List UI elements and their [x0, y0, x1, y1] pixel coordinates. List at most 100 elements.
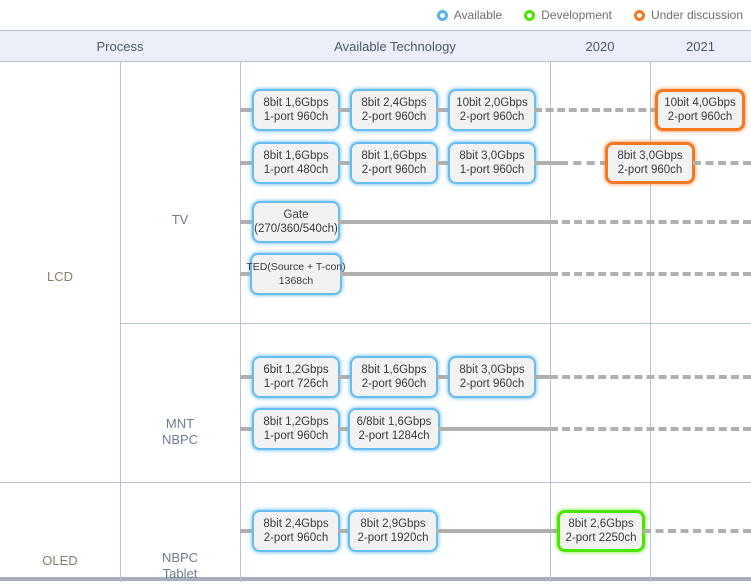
- connector-line: [338, 108, 352, 112]
- legend-label-available: Available: [453, 8, 503, 22]
- connector-line: [436, 161, 450, 165]
- tech-node[interactable]: 8bit 1,6Gbps 2-port 960ch: [350, 356, 438, 398]
- tech-node[interactable]: 8bit 3,0Gbps 1-port 960ch: [448, 142, 536, 184]
- legend-item-available: Available: [436, 8, 503, 22]
- connector-line: [240, 529, 254, 533]
- group-label-oled: OLED: [42, 553, 78, 568]
- header-available-technology: Available Technology: [334, 39, 456, 54]
- tech-node-line2: 1-port 960ch: [263, 430, 329, 442]
- connector-line: [240, 108, 254, 112]
- tech-node[interactable]: 8bit 1,6Gbps 2-port 960ch: [350, 142, 438, 184]
- tech-node[interactable]: 8bit 1,2Gbps 1-port 960ch: [252, 408, 340, 450]
- connector-line: [240, 220, 254, 224]
- group-label-lcd: LCD: [46, 269, 73, 284]
- tech-node[interactable]: 8bit 2,9Gbps 2-port 1920ch: [348, 510, 438, 552]
- tech-node-line2: 2-port 1920ch: [357, 532, 429, 544]
- group-label-mnt-line1: MNT: [165, 416, 195, 431]
- connector-line: [240, 161, 254, 165]
- timeline-row-tv-2: 8bit 1,6Gbps 1-port 480ch 8bit 1,6Gbps 2…: [0, 142, 751, 184]
- tech-node-line1: 8bit 1,6Gbps: [263, 150, 329, 162]
- tech-node[interactable]: 8bit 2,6Gbps 2-port 2250ch: [557, 510, 645, 552]
- tech-node[interactable]: 10bit 4,0Gbps 2-port 960ch: [655, 89, 745, 131]
- tech-node[interactable]: Gate (270/360/540ch): [252, 201, 340, 243]
- connector-line: [338, 161, 352, 165]
- group-label-nbpc-line2: Tablet: [162, 566, 198, 581]
- tech-node-line2: 2-port 960ch: [361, 164, 427, 176]
- tech-node-line1: 8bit 2,6Gbps: [568, 518, 634, 530]
- tech-node-line2: 1-port 960ch: [263, 111, 329, 123]
- connector-line-dashed: [550, 427, 751, 431]
- tech-node-line2: 2-port 960ch: [617, 164, 683, 176]
- tech-node[interactable]: 8bit 2,4Gbps 2-port 960ch: [252, 510, 340, 552]
- legend-label-development: Development: [541, 8, 612, 22]
- tech-node-line2: 1368ch: [278, 275, 314, 287]
- connector-line: [436, 375, 450, 379]
- timeline-row-tv-3: Gate (270/360/540ch): [0, 201, 751, 243]
- group-label-mnt-nbpc: MNT NBPC: [120, 416, 240, 448]
- tech-node[interactable]: 8bit 1,6Gbps 1-port 960ch: [252, 89, 340, 131]
- tech-node-line1: 8bit 2,4Gbps: [361, 97, 427, 109]
- tech-node[interactable]: 8bit 3,0Gbps 2-port 960ch: [605, 142, 695, 184]
- connector-line: [240, 427, 254, 431]
- tech-node-line1: TED(Source + T-con): [246, 261, 346, 273]
- tech-node-line1: 8bit 1,6Gbps: [263, 97, 329, 109]
- grid-hline-tv-mnt: [120, 323, 751, 324]
- group-label-nbpc-line1: NBPC: [161, 550, 199, 565]
- connector-line: [436, 529, 562, 533]
- group-label-mnt-line2: NBPC: [161, 432, 199, 447]
- tech-node-line2: 1-port 960ch: [459, 164, 525, 176]
- tech-node-line1: 8bit 1,6Gbps: [361, 150, 427, 162]
- header-process: Process: [96, 39, 144, 54]
- tech-node-line2: 1-port 726ch: [263, 378, 329, 390]
- tech-node[interactable]: 6bit 1,2Gbps 1-port 726ch: [252, 356, 340, 398]
- tech-node-line2: 2-port 960ch: [263, 532, 329, 544]
- tech-node-line1: 10bit 4,0Gbps: [664, 97, 736, 109]
- tech-node[interactable]: TED(Source + T-con) 1368ch: [246, 253, 346, 295]
- tech-node-line2: 2-port 960ch: [667, 111, 733, 123]
- tech-node[interactable]: 8bit 3,0Gbps 2-port 960ch: [448, 356, 536, 398]
- tech-node[interactable]: 8bit 2,4Gbps 2-port 960ch: [350, 89, 438, 131]
- connector-line: [338, 375, 352, 379]
- circle-icon: [436, 9, 448, 21]
- tech-node[interactable]: 8bit 1,6Gbps 1-port 480ch: [252, 142, 340, 184]
- tech-node-line1: 8bit 3,0Gbps: [459, 150, 525, 162]
- connector-line-dashed: [643, 529, 751, 533]
- connector-line: [534, 375, 552, 379]
- connector-line: [534, 161, 562, 165]
- tech-node-line1: 8bit 2,9Gbps: [360, 518, 426, 530]
- header-year-2020: 2020: [585, 39, 615, 54]
- tech-node-line2: 2-port 960ch: [361, 111, 427, 123]
- tech-node-line2: 2-port 1284ch: [358, 430, 430, 442]
- header-year-2021: 2021: [686, 39, 715, 54]
- group-label-nbpc-tablet: NBPC Tablet: [120, 550, 240, 582]
- tech-node-line1: 10bit 2,0Gbps: [456, 97, 528, 109]
- connector-line: [340, 272, 550, 276]
- group-label-tv: TV: [171, 212, 189, 227]
- tech-node-line1: 8bit 1,2Gbps: [263, 416, 329, 428]
- legend-label-under-discussion: Under discussion: [650, 8, 743, 22]
- tech-node-line1: 6bit 1,2Gbps: [263, 364, 329, 376]
- grid-vline-process: [120, 62, 121, 582]
- tech-node[interactable]: 10bit 2,0Gbps 2-port 960ch: [448, 89, 536, 131]
- connector-line-dashed: [693, 161, 751, 165]
- roadmap-table: Process Available Technology 2020 2021 L…: [0, 30, 751, 582]
- tech-node-line2: 1-port 480ch: [263, 164, 329, 176]
- table-header: Process Available Technology 2020 2021: [0, 31, 751, 62]
- tech-node-line2: 2-port 960ch: [361, 378, 427, 390]
- legend-item-development: Development: [524, 8, 612, 22]
- tech-node-line1: 8bit 3,0Gbps: [459, 364, 525, 376]
- connector-line: [338, 427, 350, 431]
- timeline-row-oled-1: 8bit 2,4Gbps 2-port 960ch 8bit 2,9Gbps 2…: [0, 510, 751, 552]
- connector-line: [338, 529, 350, 533]
- timeline-row-tv-1: 8bit 1,6Gbps 1-port 960ch 8bit 2,4Gbps 2…: [0, 89, 751, 131]
- tech-node-line1: 6/8bit 1,6Gbps: [356, 416, 432, 428]
- legend: Available Development Under discussion: [0, 0, 751, 30]
- connector-line: [240, 272, 254, 276]
- tech-node-line1: Gate: [283, 209, 309, 221]
- connector-line: [436, 108, 450, 112]
- tech-node[interactable]: 6/8bit 1,6Gbps 2-port 1284ch: [348, 408, 440, 450]
- grid-vline-tech: [240, 62, 241, 582]
- circle-icon: [633, 9, 645, 21]
- connector-line-dashed: [550, 220, 751, 224]
- connector-line-dashed: [550, 272, 751, 276]
